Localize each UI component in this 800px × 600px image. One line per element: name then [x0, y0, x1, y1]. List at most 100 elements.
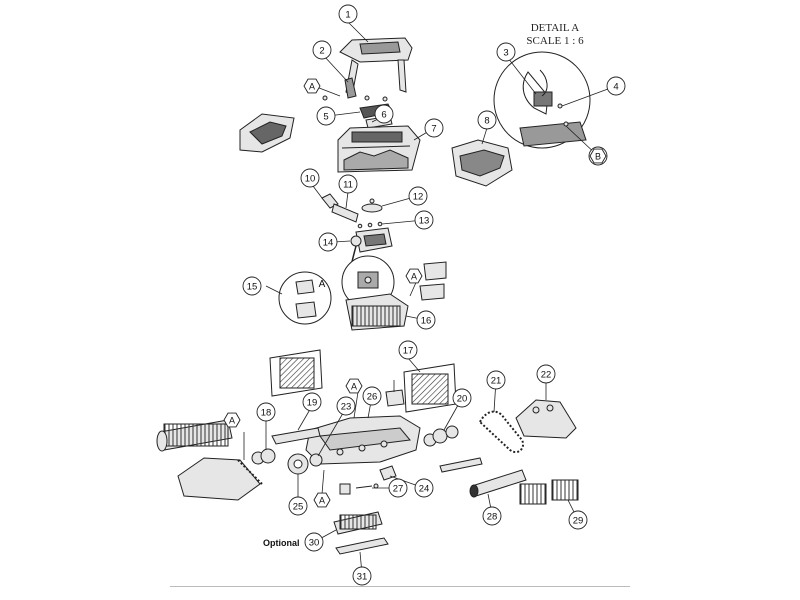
part-optional-bar: [335, 537, 389, 555]
callout-number: 27: [393, 484, 404, 495]
callout-17: 17: [398, 340, 418, 360]
callout-number: 23: [341, 402, 352, 413]
callout-number: 15: [247, 282, 258, 293]
marker-letter: A: [229, 416, 235, 426]
part-bracket: [350, 227, 393, 253]
callout-number: 2: [319, 46, 324, 57]
part-side-plate-left: [177, 457, 263, 501]
callout-circle: [424, 118, 444, 138]
callout-22: 22: [536, 364, 556, 384]
callout-number: 31: [357, 572, 368, 583]
callout-circle: [452, 388, 472, 408]
part-clip-detail: [278, 271, 332, 325]
part-latch: [379, 465, 397, 481]
reference-marker-a: A: [303, 78, 321, 94]
callout-number: 12: [413, 192, 424, 203]
callout-number: 20: [457, 394, 468, 405]
callout-circle: [300, 168, 320, 188]
callout-number: 19: [307, 398, 318, 409]
callout-circle: [416, 310, 436, 330]
callout-circle: [288, 496, 308, 516]
callout-7: 7: [424, 118, 444, 138]
marker-letter: A: [319, 496, 325, 506]
callout-18: 18: [256, 402, 276, 422]
callout-layer: 1234567891011121314151617181920212223242…: [242, 4, 626, 586]
callout-number: 1: [345, 10, 350, 21]
callout-circle: [408, 186, 428, 206]
callout-circle: [318, 232, 338, 252]
part-motor-unit: [345, 293, 409, 331]
bottom-rule: [170, 586, 630, 587]
callout-number: 17: [403, 346, 414, 357]
callout-number: 22: [541, 370, 552, 381]
callout-15: 15: [242, 276, 262, 296]
part-handle-clip: [344, 77, 357, 99]
callout-number: 4: [613, 82, 618, 93]
callout-2: 2: [312, 40, 332, 60]
part-roller: [469, 469, 527, 498]
part-side-cover-right: [451, 139, 513, 187]
marker-hexagon: [405, 268, 423, 284]
callout-31: 31: [352, 566, 372, 586]
marker-letter: A: [351, 382, 357, 392]
callout-number: 6: [381, 110, 386, 121]
callout-19: 19: [302, 392, 322, 412]
callout-number: 10: [305, 174, 316, 185]
marker-hexagon: [223, 412, 241, 428]
callout-number: 25: [293, 502, 304, 513]
callout-circle: [338, 174, 358, 194]
callout-24: 24: [414, 478, 434, 498]
callout-28: 28: [482, 506, 502, 526]
part-filter-panel-left: [269, 349, 323, 397]
callout-circle: [536, 364, 556, 384]
part-brush-left: [156, 419, 233, 452]
part-side-cover-left: [239, 113, 295, 153]
callout-number: 26: [367, 392, 378, 403]
callout-number: 24: [419, 484, 430, 495]
part-small-fittings: [339, 483, 379, 495]
part-wheel-set-right: [423, 425, 459, 447]
callout-number: 5: [323, 112, 328, 123]
marker-letter: B: [595, 152, 601, 162]
part-handle: [339, 37, 413, 97]
callout-10: 10: [300, 168, 320, 188]
callout-circle: [477, 110, 497, 130]
callout-circle: [398, 340, 418, 360]
callout-number: 16: [421, 316, 432, 327]
optional-label: Optional: [263, 538, 300, 548]
detail-a-title: DETAIL A: [530, 22, 580, 34]
callout-number: 18: [261, 408, 272, 419]
callout-circle: [338, 4, 358, 24]
part-screw-row: [357, 221, 383, 229]
callout-circle: [388, 478, 408, 498]
callout-number: 8: [484, 116, 489, 127]
callout-circle: [414, 478, 434, 498]
callout-circle: [414, 210, 434, 230]
callout-circle: [316, 106, 336, 126]
part-clip-set: [419, 261, 447, 301]
part-impeller-cover: [385, 389, 405, 407]
detail-a-scale: SCALE 1 : 6: [526, 35, 584, 47]
callout-21: 21: [486, 370, 506, 390]
reference-marker-b: B: [589, 148, 607, 164]
callout-circle: [362, 386, 382, 406]
callout-30: 30: [304, 532, 324, 552]
callout-4: 4: [606, 76, 626, 96]
callout-number: 7: [431, 124, 436, 135]
part-swivel-tube: [321, 193, 359, 223]
callout-circle: [302, 392, 322, 412]
callout-circle: [312, 40, 332, 60]
callout-13: 13: [414, 210, 434, 230]
callout-number: 28: [487, 512, 498, 523]
part-top-cover: [337, 125, 421, 173]
callout-circle: [256, 402, 276, 422]
callout-20: 20: [452, 388, 472, 408]
callout-circle: [568, 510, 588, 530]
callout-25: 25: [288, 496, 308, 516]
callout-11: 11: [338, 174, 358, 194]
callout-circle: [482, 506, 502, 526]
part-rail-right: [439, 457, 483, 473]
